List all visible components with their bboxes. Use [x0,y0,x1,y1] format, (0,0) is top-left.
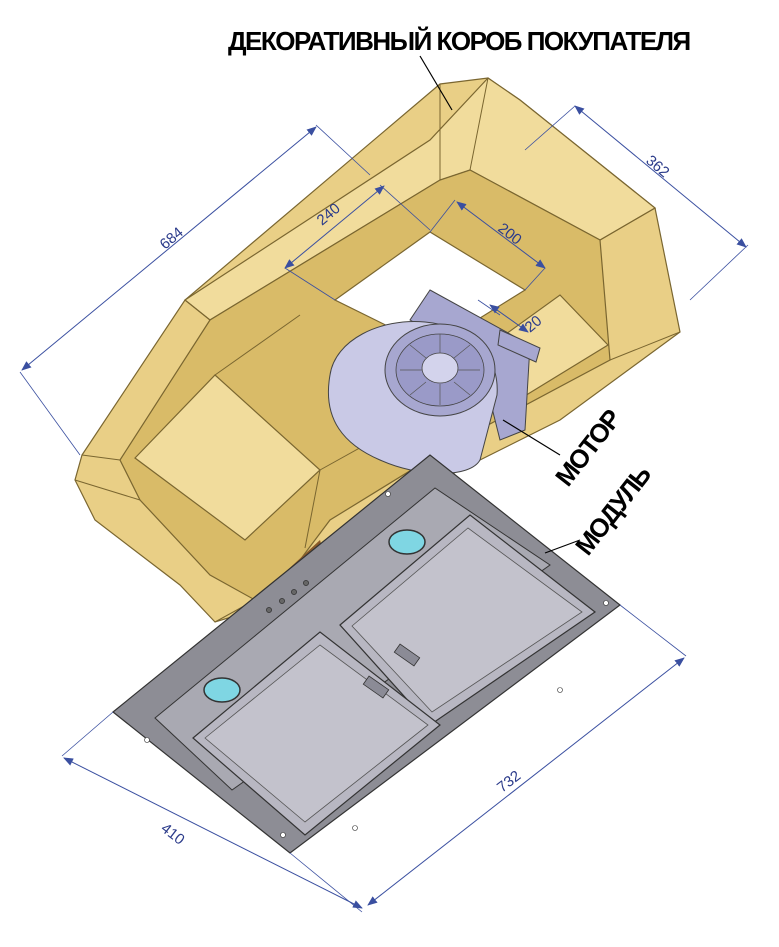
motor-fan-blades [400,334,480,405]
motor-hub [421,352,459,384]
dim-line-362 [574,105,747,248]
dim-line-410 [63,757,363,909]
ext-684-b [315,124,371,176]
leader-motor [502,419,561,456]
control-button-2 [279,598,285,604]
ext-240-b [379,184,431,231]
ext-200-a [429,199,456,233]
dim-line-20 [489,304,529,333]
dim-line-200 [456,201,546,269]
lamp-left [203,677,241,703]
ext-410-a [61,711,114,757]
control-button-4 [303,580,309,586]
ext-732-a [619,604,687,657]
leader-module [544,539,581,554]
screw-4 [603,600,609,606]
control-buttons [266,580,309,613]
ext-410-b [289,852,363,913]
screw-6 [280,832,286,838]
screw-1 [144,737,150,743]
ext-200-b [524,267,546,291]
dim-line-240 [284,185,385,269]
ext-684-a [19,371,81,456]
dim-text-410: 410 [158,820,188,849]
dim-text-362: 362 [642,152,672,181]
dim-line-684 [21,126,317,371]
screw-2 [352,825,358,831]
lamp-right [388,529,426,555]
control-button-1 [266,607,272,613]
ext-362-a [524,105,576,151]
screw-5 [385,491,391,497]
dim-text-684: 684 [157,224,187,253]
leader-box [419,55,453,111]
motor-bracket-tab [497,329,541,363]
screw-3 [557,687,563,693]
motor-unit [328,289,541,474]
label-decorative-box: ДЕКОРАТИВНЫЙ КОРОБ ПОКУПАТЕЛЯ [228,26,690,56]
control-button-3 [291,589,297,595]
dimension-lines [19,105,749,913]
ext-362-b [689,244,749,301]
dim-line-732 [367,657,685,906]
ext-240-a [284,267,336,301]
dim-text-732: 732 [494,767,524,796]
